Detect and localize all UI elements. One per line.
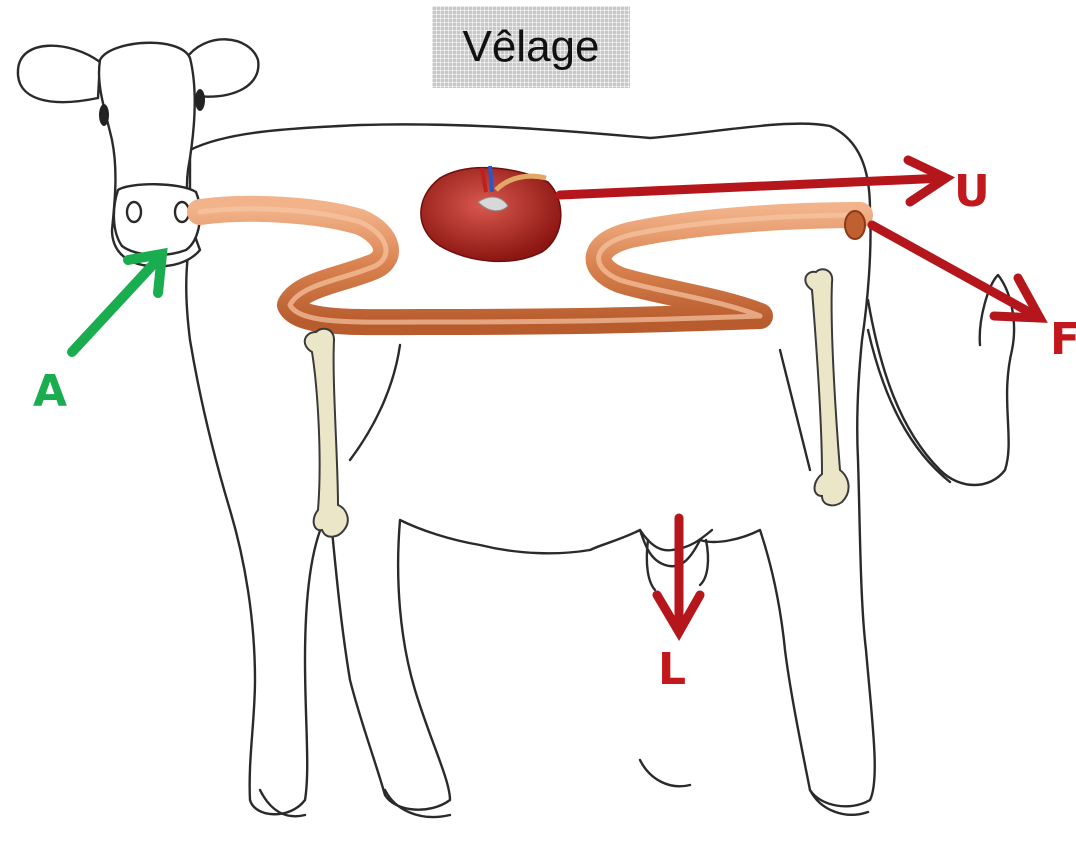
label-output-f: F — [1050, 318, 1076, 362]
cow-outline — [18, 39, 1014, 817]
kidney-icon — [421, 166, 561, 261]
feces-arrow — [872, 225, 1040, 318]
label-output-l: L — [658, 648, 686, 692]
label-output-u: U — [954, 170, 990, 214]
page-title: Vêlage — [432, 6, 630, 88]
label-input-a: A — [33, 370, 67, 414]
input-arrow — [72, 254, 162, 352]
